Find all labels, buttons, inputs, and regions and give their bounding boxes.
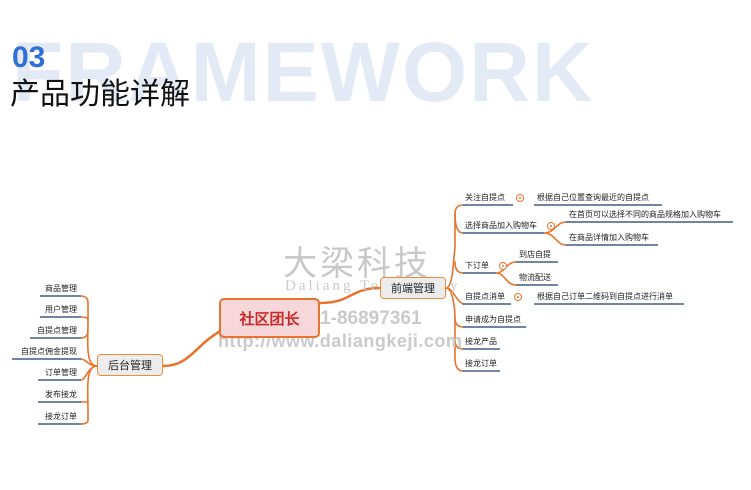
front-subitem-detail-page: 在商品详情加入购物车 <box>569 233 649 242</box>
background-framework-text: FRAMEWORK <box>12 25 595 119</box>
back-item-relay-orders: 接龙订单 <box>45 412 77 421</box>
backend-management-node: 后台管理 <box>97 354 163 376</box>
front-detail-qr-redeem: 根据自己订单二维码到自提点进行消单 <box>537 292 673 301</box>
front-detail-nearest-pickup: 根据自己位置查询最近的自提点 <box>537 193 649 202</box>
note-marker-icon <box>547 222 555 230</box>
back-item-user-mgmt: 用户管理 <box>45 305 77 314</box>
back-item-commission-withdraw: 自提点佣金提现 <box>21 347 77 356</box>
back-item-publish-relay: 发布接龙 <box>45 390 77 399</box>
note-marker-icon <box>516 194 524 202</box>
front-subitem-homepage-specs: 在首页可以选择不同的商品规格加入购物车 <box>569 210 721 219</box>
front-subitem-logistics: 物流配送 <box>519 273 551 282</box>
watermark-phone: 311-86897361 <box>300 308 422 329</box>
front-item-follow-pickup: 关注自提点 <box>465 193 505 202</box>
front-item-apply-pickup: 申请成为自提点 <box>465 315 521 324</box>
section-title: 产品功能详解 <box>10 77 190 112</box>
note-marker-icon <box>499 262 507 270</box>
front-item-place-order: 下订单 <box>465 261 489 270</box>
back-item-order-mgmt: 订单管理 <box>45 368 77 377</box>
back-item-product-mgmt: 商品管理 <box>45 284 77 293</box>
front-management-node: 前端管理 <box>380 277 446 299</box>
section-number: 03 <box>12 41 46 74</box>
note-marker-icon <box>514 293 522 301</box>
front-item-add-to-cart: 选择商品加入购物车 <box>465 221 537 230</box>
back-item-pickup-mgmt: 自提点管理 <box>37 326 77 335</box>
front-item-relay-products: 接龙产品 <box>465 337 497 346</box>
front-subitem-store-pickup: 到店自提 <box>519 250 551 259</box>
front-item-pickup-redeem: 自提点消单 <box>465 292 505 301</box>
root-node: 社区团长 <box>219 298 320 338</box>
front-item-relay-orders: 接龙订单 <box>465 359 497 368</box>
